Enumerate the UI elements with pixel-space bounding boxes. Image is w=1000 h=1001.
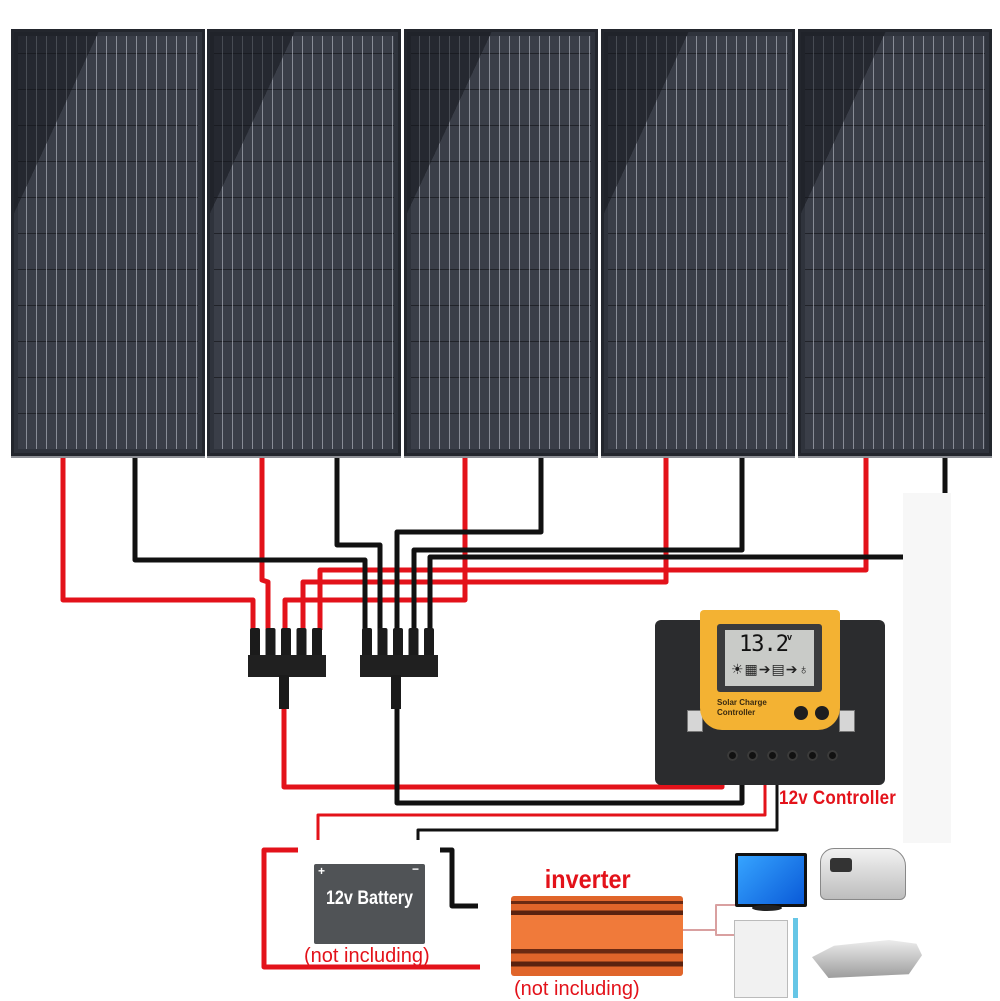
voltage-readout: 13.2: [739, 632, 789, 657]
panel-reflection: [407, 32, 595, 453]
battery-to-inverter-negative: [440, 847, 478, 909]
terminal-5: [807, 750, 818, 761]
controller-button-2[interactable]: [815, 706, 829, 720]
solar-panel: [11, 29, 205, 456]
panel-2-negative-wire: [334, 456, 383, 630]
battery: + − 12v Battery: [314, 862, 425, 944]
camper-van-icon: [820, 848, 906, 900]
controller-button-1[interactable]: [794, 706, 808, 720]
solar-panel: [601, 29, 795, 456]
panel-2-positive-wire: [259, 456, 271, 630]
panel-5-positive-wire: [317, 456, 869, 630]
inverter-not-included-note: (not including): [514, 978, 640, 1000]
van-windshield: [830, 858, 852, 872]
terminal-6: [827, 750, 838, 761]
panel-3-negative-wire: [394, 456, 544, 630]
panel-reflection: [801, 32, 989, 453]
tv-icon: [735, 853, 807, 907]
panel-4-negative-wire: [411, 456, 745, 630]
inverter-to-load-cable: [683, 904, 746, 931]
branch-body: [248, 655, 326, 677]
terminal-4: [787, 750, 798, 761]
fridge-icon: [734, 920, 788, 998]
solar-panel: [207, 29, 401, 456]
positive-branch-connector: [248, 628, 326, 709]
inverter-to-fridge-cable: [715, 930, 734, 936]
controller-to-battery-positive: [316, 778, 767, 840]
battery-positive-terminal: +: [318, 864, 326, 878]
battery-not-included-note: (not including): [304, 945, 430, 967]
combined-negative-to-controller: [394, 700, 745, 806]
terminal-1: [727, 750, 738, 761]
branch-output-plug: [391, 675, 401, 709]
charge-controller: 13.2 v ☀▦➔▤➔♁ Solar Charge Controller: [655, 610, 885, 785]
lcd-screen: 13.2 v ☀▦➔▤➔♁: [725, 630, 814, 686]
terminal-3: [767, 750, 778, 761]
panel-reflection: [210, 32, 398, 453]
controller-face-text: Solar Charge Controller: [717, 698, 767, 717]
lcd-display: 13.2 v ☀▦➔▤➔♁: [717, 624, 822, 692]
controller-to-battery-negative: [416, 778, 779, 840]
panel-reflection: [14, 32, 202, 453]
usb-port-right: [839, 710, 855, 732]
controller-label: 12v Controller: [779, 786, 897, 809]
usb-port-left: [687, 710, 703, 732]
panel-reflection: [604, 32, 792, 453]
battery-to-inverter-positive: [261, 847, 480, 970]
inverter: [511, 896, 683, 976]
solar-panel: [404, 29, 598, 456]
branch-body: [360, 655, 438, 677]
voltage-unit: v: [787, 632, 793, 642]
branch-output-plug: [279, 675, 289, 709]
wires: [60, 456, 948, 970]
tv-stand: [752, 905, 782, 911]
solar-panel: [798, 29, 992, 456]
fridge-door: [793, 918, 798, 998]
battery-negative-terminal: −: [411, 862, 419, 876]
panel-1-negative-wire: [132, 456, 368, 630]
background-block: [903, 493, 951, 843]
panel-battery-load-icons: ☀▦➔▤➔♁: [731, 661, 810, 677]
panel-1-positive-wire: [60, 456, 256, 630]
negative-branch-connector: [360, 628, 438, 709]
inverter-label: inverter: [544, 864, 631, 894]
panel-3-positive-wire: [282, 456, 468, 630]
branch-connectors: [248, 628, 438, 709]
battery-label: 12v Battery: [325, 888, 414, 909]
panel-4-positive-wire: [300, 456, 669, 630]
terminal-2: [747, 750, 758, 761]
